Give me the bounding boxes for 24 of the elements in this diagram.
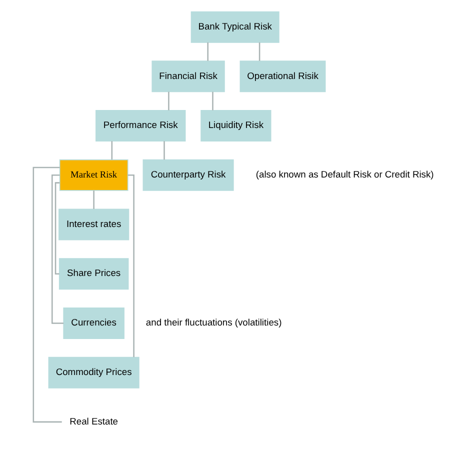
connector [207,42,208,61]
node-box: Commodity Prices [48,356,140,388]
node-box: Market Risk [59,159,128,191]
connector [93,190,94,209]
node-box: Financial Risk [152,60,225,92]
connector [164,141,165,160]
connector [168,92,170,110]
connector [212,92,214,110]
connector [258,42,260,61]
node-box: Share Prices [58,258,129,290]
connector [54,182,60,274]
connector [128,174,134,358]
node-box: Counterparty Risk [142,159,234,191]
node-box: Liquidity Risk [200,110,272,142]
label: and their fluctuations (volatilities) [146,318,282,328]
node-box: Operational Risik [240,60,326,92]
node-box: Interest rates [58,208,130,240]
node-box: Performance Risk [96,110,186,142]
connector [111,141,113,160]
node-text: Real Estate [70,416,118,426]
connector [32,166,62,423]
node-box: Currencies [63,307,124,339]
node-label: (also known as Default Risk or Credit Risk) [256,170,434,180]
node-box: Bank Typical Risk [190,11,280,43]
